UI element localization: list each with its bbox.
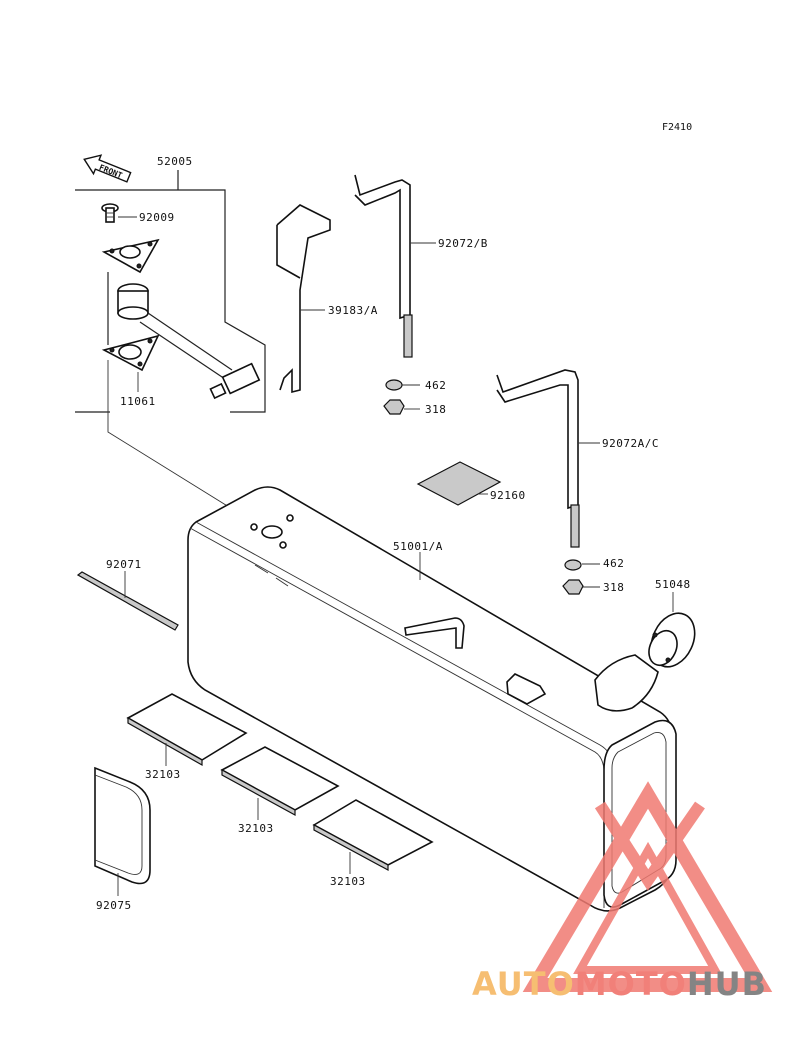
washer-462-top bbox=[385, 379, 420, 391]
assembly-52005-group bbox=[75, 170, 266, 413]
pad-32103-b bbox=[220, 746, 340, 820]
label-39183A: 39183/A bbox=[328, 304, 378, 317]
label-32103-a: 32103 bbox=[145, 768, 181, 781]
label-32103-b: 32103 bbox=[238, 822, 274, 835]
front-arrow-icon: FRONT bbox=[83, 154, 132, 183]
svg-text:AUTOMOTOHUB: AUTOMOTOHUB bbox=[472, 965, 767, 1003]
label-51048: 51048 bbox=[655, 578, 691, 591]
label-92160: 92160 bbox=[490, 489, 526, 502]
label-92075: 92075 bbox=[96, 899, 132, 912]
figure-code: F2410 bbox=[662, 122, 692, 133]
pad-32103-a bbox=[126, 693, 248, 767]
label-92072B: 92072/B bbox=[438, 237, 488, 250]
nut-318-top bbox=[383, 399, 420, 415]
screw-92009 bbox=[101, 203, 137, 223]
label-52005: 52005 bbox=[157, 155, 193, 168]
label-32103-c: 32103 bbox=[330, 875, 366, 888]
label-318-top: 318 bbox=[425, 403, 446, 416]
strap-92072AC bbox=[496, 369, 600, 548]
logo-auto: AUTO bbox=[472, 965, 575, 1003]
washer-462-bottom bbox=[564, 559, 600, 571]
bracket-39183A bbox=[276, 204, 331, 394]
label-51001A: 51001/A bbox=[393, 540, 443, 553]
pad-32103-c bbox=[312, 799, 434, 874]
plate-top bbox=[101, 238, 160, 274]
label-92009: 92009 bbox=[139, 211, 175, 224]
fuel-cap-51048-icon bbox=[594, 592, 696, 712]
strap-92072B bbox=[354, 174, 436, 358]
label-318-bottom: 318 bbox=[603, 581, 624, 594]
leader-pump-to-tank bbox=[107, 360, 251, 521]
plate-bottom bbox=[101, 334, 160, 392]
fuel-pump-11061 bbox=[107, 272, 261, 400]
label-92072AC: 92072A/C bbox=[602, 437, 659, 450]
logo-moto: MOTO bbox=[575, 965, 687, 1003]
label-11061: 11061 bbox=[120, 395, 156, 408]
cover-92075 bbox=[94, 766, 151, 896]
label-462-bottom: 462 bbox=[603, 557, 624, 570]
nut-318-bottom bbox=[562, 579, 600, 595]
logo-hub: HUB bbox=[687, 965, 767, 1003]
automotohub-logo: AUTOMOTOHUB bbox=[472, 781, 773, 1003]
strip-92071 bbox=[76, 571, 179, 631]
label-462-top: 462 bbox=[425, 379, 446, 392]
label-92071: 92071 bbox=[106, 558, 142, 571]
pad-92160 bbox=[416, 461, 502, 506]
